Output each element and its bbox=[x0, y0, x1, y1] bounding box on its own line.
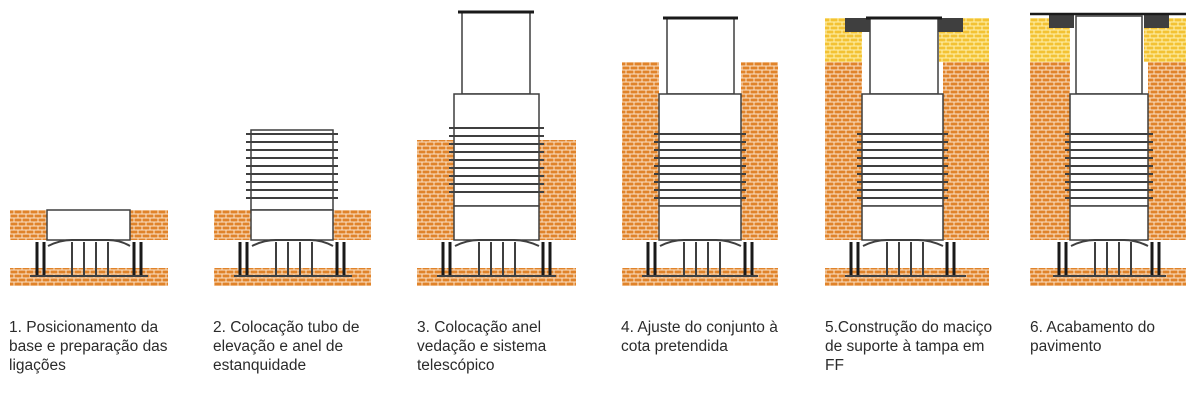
soil-layer bbox=[943, 62, 989, 240]
step-3-caption: 3. Colocação anel vedação e sistema tele… bbox=[417, 319, 547, 374]
step-3-diagram bbox=[417, 10, 576, 286]
soil-layer bbox=[539, 140, 576, 240]
step-1-diagram bbox=[10, 209, 168, 286]
telescopic-tube bbox=[869, 17, 939, 95]
soil-layer bbox=[825, 62, 862, 240]
soil-layer bbox=[214, 210, 251, 240]
support-block bbox=[1049, 14, 1074, 28]
telescopic-tube bbox=[666, 17, 735, 95]
base-ribs bbox=[47, 239, 131, 276]
sealing-ring bbox=[654, 133, 746, 199]
step-5-caption: 5.Construção do maciço de suporte à tamp… bbox=[825, 319, 993, 374]
soil-layer bbox=[130, 210, 168, 240]
soil-layer bbox=[417, 140, 454, 240]
step-1-caption: 1. Posicionamento da base e preparação d… bbox=[9, 319, 168, 374]
step-4-diagram bbox=[622, 16, 778, 286]
support-block bbox=[1144, 14, 1169, 28]
sealing-ring bbox=[1065, 133, 1153, 199]
elevation-tube bbox=[250, 129, 334, 211]
telescopic-tube bbox=[461, 11, 531, 95]
soil-layer bbox=[10, 210, 47, 240]
soil-layer bbox=[622, 62, 659, 240]
sealing-ring bbox=[857, 133, 948, 199]
soil-layer bbox=[1030, 62, 1070, 240]
sealing-ring bbox=[449, 127, 544, 193]
telescopic-tube bbox=[1075, 15, 1143, 95]
base-frame bbox=[35, 242, 143, 276]
step-6-diagram bbox=[1030, 12, 1186, 286]
step-4-caption: 4. Ajuste do conjunto à cota pretendida bbox=[621, 319, 778, 355]
soil-layer bbox=[741, 62, 778, 240]
step-5-diagram bbox=[825, 16, 989, 286]
soil-layer bbox=[333, 210, 371, 240]
step-2-caption: 2. Colocação tubo de elevação e anel de … bbox=[213, 319, 360, 374]
soil-layer bbox=[1148, 62, 1186, 240]
sealing-ring bbox=[246, 133, 338, 199]
step-2-diagram bbox=[214, 129, 371, 286]
support-block bbox=[938, 18, 963, 32]
step-6-caption: 6. Acabamento do pavimento bbox=[1030, 319, 1155, 355]
chamber-base bbox=[46, 209, 131, 241]
support-block bbox=[845, 18, 870, 32]
